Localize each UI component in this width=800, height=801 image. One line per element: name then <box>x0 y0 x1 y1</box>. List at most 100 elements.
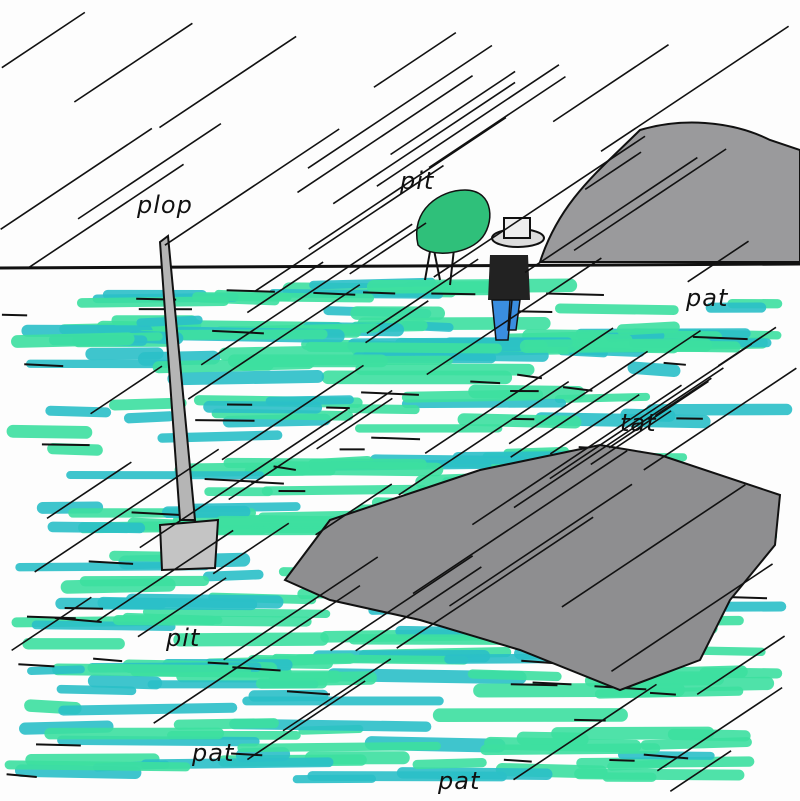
grass-stroke <box>173 718 279 730</box>
grass-ink <box>64 607 104 610</box>
rain-line <box>390 70 516 156</box>
grass-stroke <box>667 728 751 742</box>
grass-stroke <box>620 408 676 422</box>
grass-stroke <box>401 398 567 409</box>
rain-line <box>73 22 193 103</box>
grass-stroke <box>555 303 679 316</box>
grass-ink <box>41 443 90 447</box>
grass-ink <box>663 361 686 366</box>
rain-line <box>376 64 560 187</box>
grass-stroke <box>401 389 544 403</box>
grass-ink <box>692 335 748 341</box>
grass-stroke <box>14 764 142 780</box>
grass-stroke <box>519 338 713 353</box>
rain-line <box>297 75 474 194</box>
rain-line <box>1 11 86 69</box>
grass-stroke <box>211 408 354 421</box>
grass-stroke <box>142 607 331 618</box>
rain-line <box>654 377 712 417</box>
rain-line <box>584 151 642 191</box>
sfx-pat-right: pat <box>686 284 729 312</box>
grass-ink <box>36 743 81 747</box>
grass-stroke <box>467 669 562 682</box>
rain-line <box>433 135 646 278</box>
sfx-pit-tree: pit <box>400 167 435 195</box>
rain-line <box>600 25 790 152</box>
rain-line <box>0 127 153 230</box>
grass-stroke <box>123 411 175 424</box>
rain-line <box>159 35 297 129</box>
grass-ink <box>361 391 419 396</box>
rain-line <box>365 300 429 344</box>
grass-stroke <box>6 424 93 439</box>
rain-line <box>223 556 379 661</box>
rain-line <box>164 128 340 246</box>
rain-line <box>643 367 797 471</box>
grass-ink <box>226 289 275 293</box>
mountain <box>538 121 800 263</box>
rain-lines <box>0 11 797 792</box>
rain-line <box>396 516 594 649</box>
grass-stroke <box>617 750 715 760</box>
grass-stroke <box>19 720 114 735</box>
grass-ink <box>532 681 572 686</box>
rain-line <box>316 397 393 450</box>
grass-ink <box>1 313 28 317</box>
sfx-pat-bottom: pat <box>438 767 481 795</box>
grass-ink <box>609 758 635 762</box>
grass-ink <box>195 419 255 422</box>
grass-stroke <box>237 741 441 753</box>
sfx-pit-grass: pit <box>166 624 201 652</box>
rain-line <box>90 365 163 415</box>
grass-ink <box>503 758 532 763</box>
rain-line <box>96 529 234 622</box>
grass-ink <box>204 477 258 483</box>
rain-line <box>307 44 493 169</box>
rain-line <box>510 329 701 458</box>
rain-line <box>137 577 227 638</box>
rain-line <box>513 683 657 781</box>
grass-ink <box>510 683 558 687</box>
grass-stroke <box>87 674 163 690</box>
grass-stroke <box>167 370 325 386</box>
grass-ink <box>6 773 37 779</box>
rain-line <box>373 31 457 88</box>
rain-line <box>254 164 444 292</box>
grass-stroke <box>192 292 375 303</box>
grass-ink <box>88 560 134 565</box>
rain-line <box>590 410 672 466</box>
grass-ink <box>470 380 501 385</box>
grass-stroke <box>97 596 167 610</box>
grass-stroke <box>607 759 670 771</box>
grass-stroke <box>112 615 312 627</box>
rain-line <box>669 750 732 792</box>
grass-stroke <box>31 620 176 631</box>
rain-line <box>398 380 570 496</box>
rain-line <box>212 522 290 575</box>
rain-line <box>139 408 348 549</box>
rain-line <box>610 563 774 672</box>
rain-line <box>187 284 361 400</box>
rain-line <box>153 584 361 724</box>
rain-line <box>46 461 132 520</box>
grass-ink <box>26 615 76 620</box>
grass-stroke <box>109 397 187 411</box>
grass-stroke <box>27 665 85 676</box>
rain-line <box>355 566 482 652</box>
grass-ink <box>562 386 593 392</box>
grass-ink <box>18 663 55 668</box>
grass-stroke <box>355 363 535 376</box>
grass-stroke <box>346 404 420 415</box>
sfx-pat-bottom-left: pat <box>192 739 235 767</box>
rain-line <box>282 658 392 732</box>
grass-stroke <box>25 753 160 766</box>
grass-ink <box>431 292 476 296</box>
rain-line <box>11 596 92 652</box>
grass-stroke <box>366 278 578 294</box>
rain-line <box>608 380 709 449</box>
grass-stroke <box>616 321 680 336</box>
grass-stroke <box>47 442 103 456</box>
grass-ink <box>371 436 421 441</box>
grass-stroke <box>57 735 260 747</box>
grass-stroke <box>272 461 444 477</box>
